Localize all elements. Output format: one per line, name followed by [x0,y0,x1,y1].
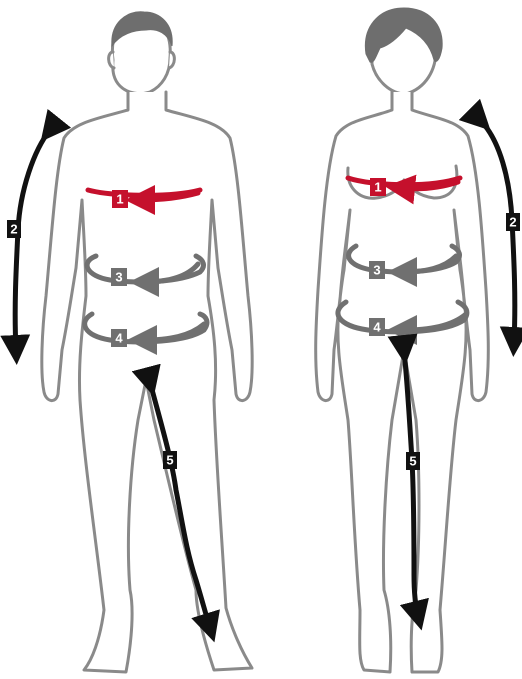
waist-label: 3 [373,263,380,278]
chest-label: 1 [116,192,123,207]
arm-length-label: 2 [509,215,516,230]
male-figure: 2 1 3 4 5 [7,12,252,672]
chest-badge: 1 [112,190,128,208]
female-figure: 2 1 3 4 5 [316,8,520,672]
hips-badge: 4 [111,329,127,347]
hips-badge: 4 [369,318,385,336]
hips-label: 4 [115,331,123,346]
inseam-badge: 5 [163,451,177,469]
arm-length-badge: 2 [506,213,520,231]
waist-badge: 3 [111,268,127,286]
arm-length-badge: 2 [7,220,21,238]
inseam-label: 5 [409,454,416,469]
waist-label: 3 [115,270,122,285]
inseam-label: 5 [166,453,173,468]
female-silhouette [316,8,489,672]
arm-length-label: 2 [10,222,17,237]
waist-badge: 3 [369,261,385,279]
hips-label: 4 [373,320,381,335]
inseam-badge: 5 [406,452,420,470]
chest-label: 1 [374,180,381,195]
chest-badge: 1 [370,178,386,196]
